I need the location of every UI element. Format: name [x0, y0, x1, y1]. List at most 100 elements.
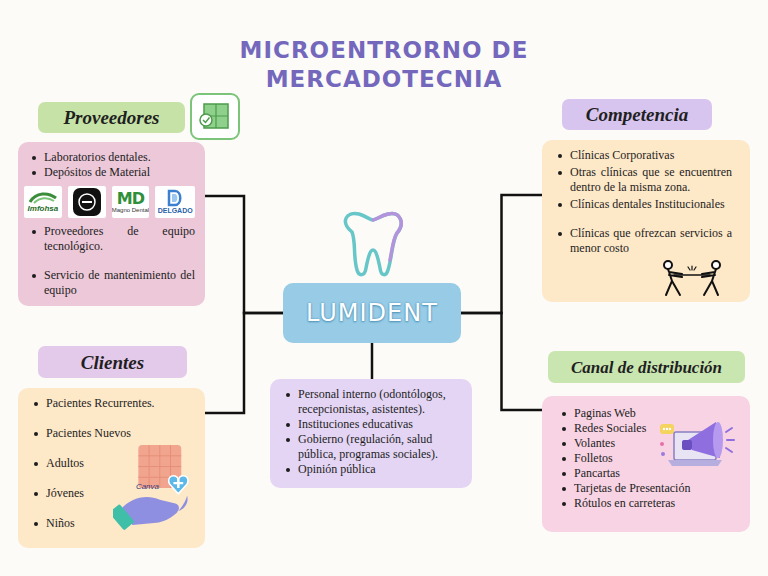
tug-illustration — [660, 257, 724, 297]
box-check-icon — [191, 94, 239, 139]
diagram-title: MICROENTRORNO DE MERCADOTECNIA — [214, 36, 554, 94]
list-item: Personal interno (odontólogos, recepcion… — [284, 387, 462, 417]
logo-label: DELGADO — [158, 207, 193, 215]
logo-mark — [28, 192, 58, 204]
logo-mark — [72, 187, 102, 217]
bullet — [34, 462, 38, 466]
tooth-logo — [346, 213, 402, 274]
connector-line — [205, 196, 283, 313]
topic-box: ProveedoresLaboratorios dentales.Depósit… — [18, 142, 205, 306]
item-text: Tarjetas de Presentación — [574, 481, 740, 496]
bullet — [34, 492, 38, 496]
logo-mark — [166, 189, 184, 207]
list-item: Paginas Web — [560, 406, 740, 421]
bullet — [32, 230, 36, 234]
list-item: Pacientes Nuevos — [32, 426, 195, 441]
list-item: Clínicas dentales Institucionales — [556, 197, 732, 212]
item-text: Pacientes Recurrentes. — [46, 396, 195, 411]
magno-dental-logo: MDMagno Dental — [112, 186, 150, 218]
list-item: Laboratorios dentales. — [30, 150, 195, 165]
item-text: Pacientes Nuevos — [46, 426, 195, 441]
list-item: Gobierno (regulación, salud pública, pro… — [284, 432, 462, 462]
bullet — [34, 402, 38, 406]
bullet — [562, 502, 566, 506]
topic-box: CanvaClientesPacientes Recurrentes.Pacie… — [18, 388, 205, 548]
list-item: Tarjetas de Presentación — [560, 481, 740, 496]
logo-label: MD — [117, 190, 144, 207]
connector-line — [371, 343, 374, 379]
bullet — [34, 522, 38, 526]
list-item: Instituciones educativas — [284, 417, 462, 432]
item-text: Personal interno (odontólogos, recepcion… — [298, 387, 462, 417]
item-text: Laboratorios dentales. — [44, 150, 195, 165]
list-item: Adultos — [32, 456, 195, 471]
bullet — [562, 412, 566, 416]
item-text: Otras clínicas que se encuentren dentro … — [570, 165, 732, 195]
list-item: Otras clínicas que se encuentren dentro … — [556, 165, 732, 195]
center-node: LUMIDENT — [283, 283, 461, 343]
bullet — [562, 457, 566, 461]
list-item: Pacientes Recurrentes. — [32, 396, 195, 411]
list-item: Redes Sociales — [560, 421, 740, 436]
bullet — [286, 423, 290, 427]
bullet — [32, 274, 36, 278]
item-text: Rótulos en carreteras — [574, 496, 740, 511]
bullet — [286, 438, 290, 442]
list-item: Servicio de mantenimiento del equipo — [30, 268, 195, 298]
list-item: Folletos — [560, 451, 740, 466]
list-item: Clínicas Corporativas — [556, 148, 732, 163]
bullet — [562, 472, 566, 476]
list-item: Volantes — [560, 436, 740, 451]
bullet — [32, 156, 36, 160]
logo-label: Magno Dental — [112, 207, 149, 214]
list-item: Clínicas que ofrezcan servicios a menor … — [556, 226, 732, 256]
bullet — [558, 154, 562, 158]
dentsply-logo — [68, 186, 106, 218]
list-item: Jóvenes — [32, 486, 195, 501]
item-text: Opinión pública — [298, 462, 462, 477]
list-item: Proveedores de equipo tecnológico. — [30, 224, 195, 254]
item-text: Clínicas Corporativas — [570, 148, 732, 163]
logo-label: Imfohsa — [28, 204, 59, 213]
imfohsa-logo: Imfohsa — [24, 186, 62, 218]
item-text: Clínicas dentales Institucionales — [570, 197, 732, 212]
bullet — [32, 171, 36, 175]
bullet — [286, 468, 290, 472]
bullet — [34, 432, 38, 436]
item-text: Depósitos de Material — [44, 165, 195, 180]
item-text: Jóvenes — [46, 486, 195, 501]
bullet — [562, 487, 566, 491]
item-text: Redes Sociales — [574, 421, 740, 436]
list-item: Rótulos en carreteras — [560, 496, 740, 511]
connector-line — [461, 313, 542, 410]
item-text: Folletos — [574, 451, 740, 466]
bullet — [558, 232, 562, 236]
item-text: Proveedores de equipo tecnológico. — [44, 224, 195, 254]
list-item: Opinión pública — [284, 462, 462, 477]
item-text: Clínicas que ofrezcan servicios a menor … — [570, 226, 732, 256]
topic-box: Personal interno (odontólogos, recepcion… — [270, 379, 472, 488]
bullet — [562, 427, 566, 431]
logo-row: ImfohsaMDMagno DentalDELGADO — [24, 186, 195, 218]
item-text: Gobierno (regulación, salud pública, pro… — [298, 432, 462, 462]
section-heading: Competencia — [562, 99, 712, 130]
bullet — [286, 393, 290, 397]
list-item: Pancartas — [560, 466, 740, 481]
mega-illustration — [658, 414, 738, 470]
item-text: Paginas Web — [574, 406, 740, 421]
bullet — [558, 171, 562, 175]
item-text: Volantes — [574, 436, 740, 451]
list-item: Depósitos de Material — [30, 165, 195, 180]
center-title: LUMIDENT — [306, 299, 438, 327]
section-heading: Clientes — [38, 346, 187, 378]
list-item: Niños — [32, 516, 195, 531]
section-heading: Proveedores — [38, 102, 185, 133]
connector-line — [461, 195, 542, 313]
item-text: Servicio de mantenimiento del equipo — [44, 268, 195, 298]
delgado-logo: DELGADO — [155, 186, 195, 218]
logo-label: Canva — [136, 479, 159, 494]
bullet — [558, 203, 562, 207]
bullet — [562, 442, 566, 446]
item-text: Pancartas — [574, 466, 740, 481]
